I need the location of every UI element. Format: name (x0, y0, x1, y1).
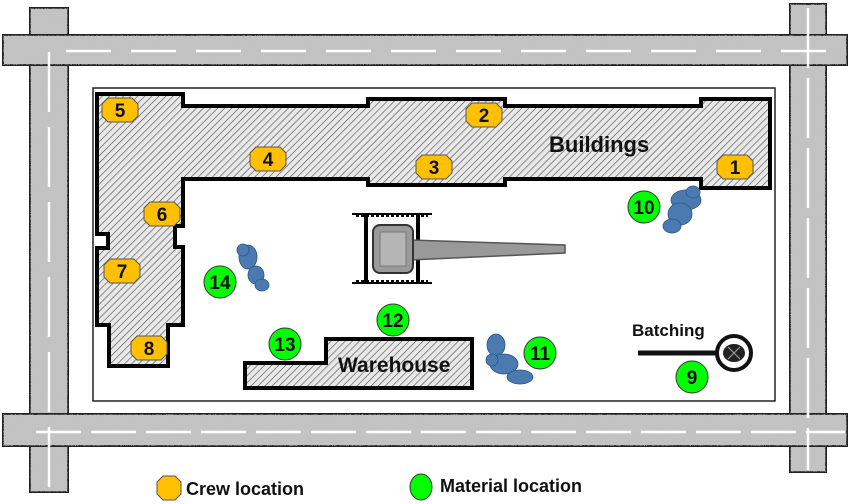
crew-location-marker: 1 (716, 154, 754, 180)
material-location-marker: 9 (675, 360, 709, 394)
batching-label: Batching (632, 321, 705, 340)
octagon-icon (716, 154, 754, 180)
octagon-icon (103, 258, 141, 284)
crew-location-number: 6 (157, 205, 168, 226)
crew-location-marker: 5 (101, 97, 139, 123)
material-location-marker: 11 (523, 336, 557, 370)
material-location-number: 9 (687, 368, 698, 389)
material-location-marker: 10 (627, 190, 661, 224)
circle-icon (627, 190, 661, 224)
material-location-number: 10 (633, 198, 654, 219)
material-locations: 9 10 11 12 13 14 (203, 190, 709, 394)
octagon-icon (143, 201, 181, 227)
legend-crew-octagon-icon (156, 475, 182, 501)
octagon-icon (130, 335, 168, 361)
material-location-number: 13 (274, 335, 295, 356)
material-pile-icon (236, 243, 270, 292)
warehouse-footprint (243, 337, 474, 390)
crew-location-marker: 3 (415, 154, 453, 180)
material-pile-icon (485, 333, 534, 385)
circle-icon (268, 327, 302, 361)
material-location-marker: 13 (268, 327, 302, 361)
octagon-icon (415, 154, 453, 180)
material-location-number: 11 (530, 344, 551, 365)
octagon-icon (465, 102, 503, 128)
crew-location-number: 1 (730, 158, 741, 179)
octagon-icon (101, 97, 139, 123)
crew-location-marker: 6 (143, 201, 181, 227)
material-pile-icon (662, 185, 702, 234)
crew-location-marker: 8 (130, 335, 168, 361)
road-bottom-horizontal (2, 413, 848, 447)
material-location-number: 12 (382, 311, 403, 332)
material-location-number: 14 (209, 273, 231, 294)
crew-location-number: 7 (117, 262, 128, 283)
crew-location-marker: 2 (465, 102, 503, 128)
legend: Crew location Material location (156, 473, 582, 501)
legend-material-circle-icon (409, 473, 433, 501)
crew-location-number: 5 (115, 101, 126, 122)
batching-plant-icon (638, 334, 753, 372)
material-location-marker: 12 (376, 303, 410, 337)
buildings-label: Buildings (549, 132, 649, 157)
tower-crane-icon (352, 213, 566, 284)
crew-location-number: 8 (144, 339, 155, 360)
crew-location-marker: 7 (103, 258, 141, 284)
crew-location-number: 3 (429, 158, 440, 179)
circle-icon (523, 336, 557, 370)
roads (2, 3, 848, 493)
circle-icon (376, 303, 410, 337)
crew-location-number: 4 (263, 150, 274, 171)
circle-icon (203, 265, 237, 299)
legend-material-label: Material location (440, 476, 582, 496)
material-piles (236, 185, 702, 385)
octagon-icon (249, 146, 287, 172)
material-location-marker: 14 (203, 265, 237, 299)
legend-crew-label: Crew location (186, 479, 304, 499)
circle-icon (675, 360, 709, 394)
crew-location-marker: 4 (249, 146, 287, 172)
crew-location-number: 2 (479, 106, 490, 127)
warehouse-label: Warehouse (338, 354, 450, 377)
